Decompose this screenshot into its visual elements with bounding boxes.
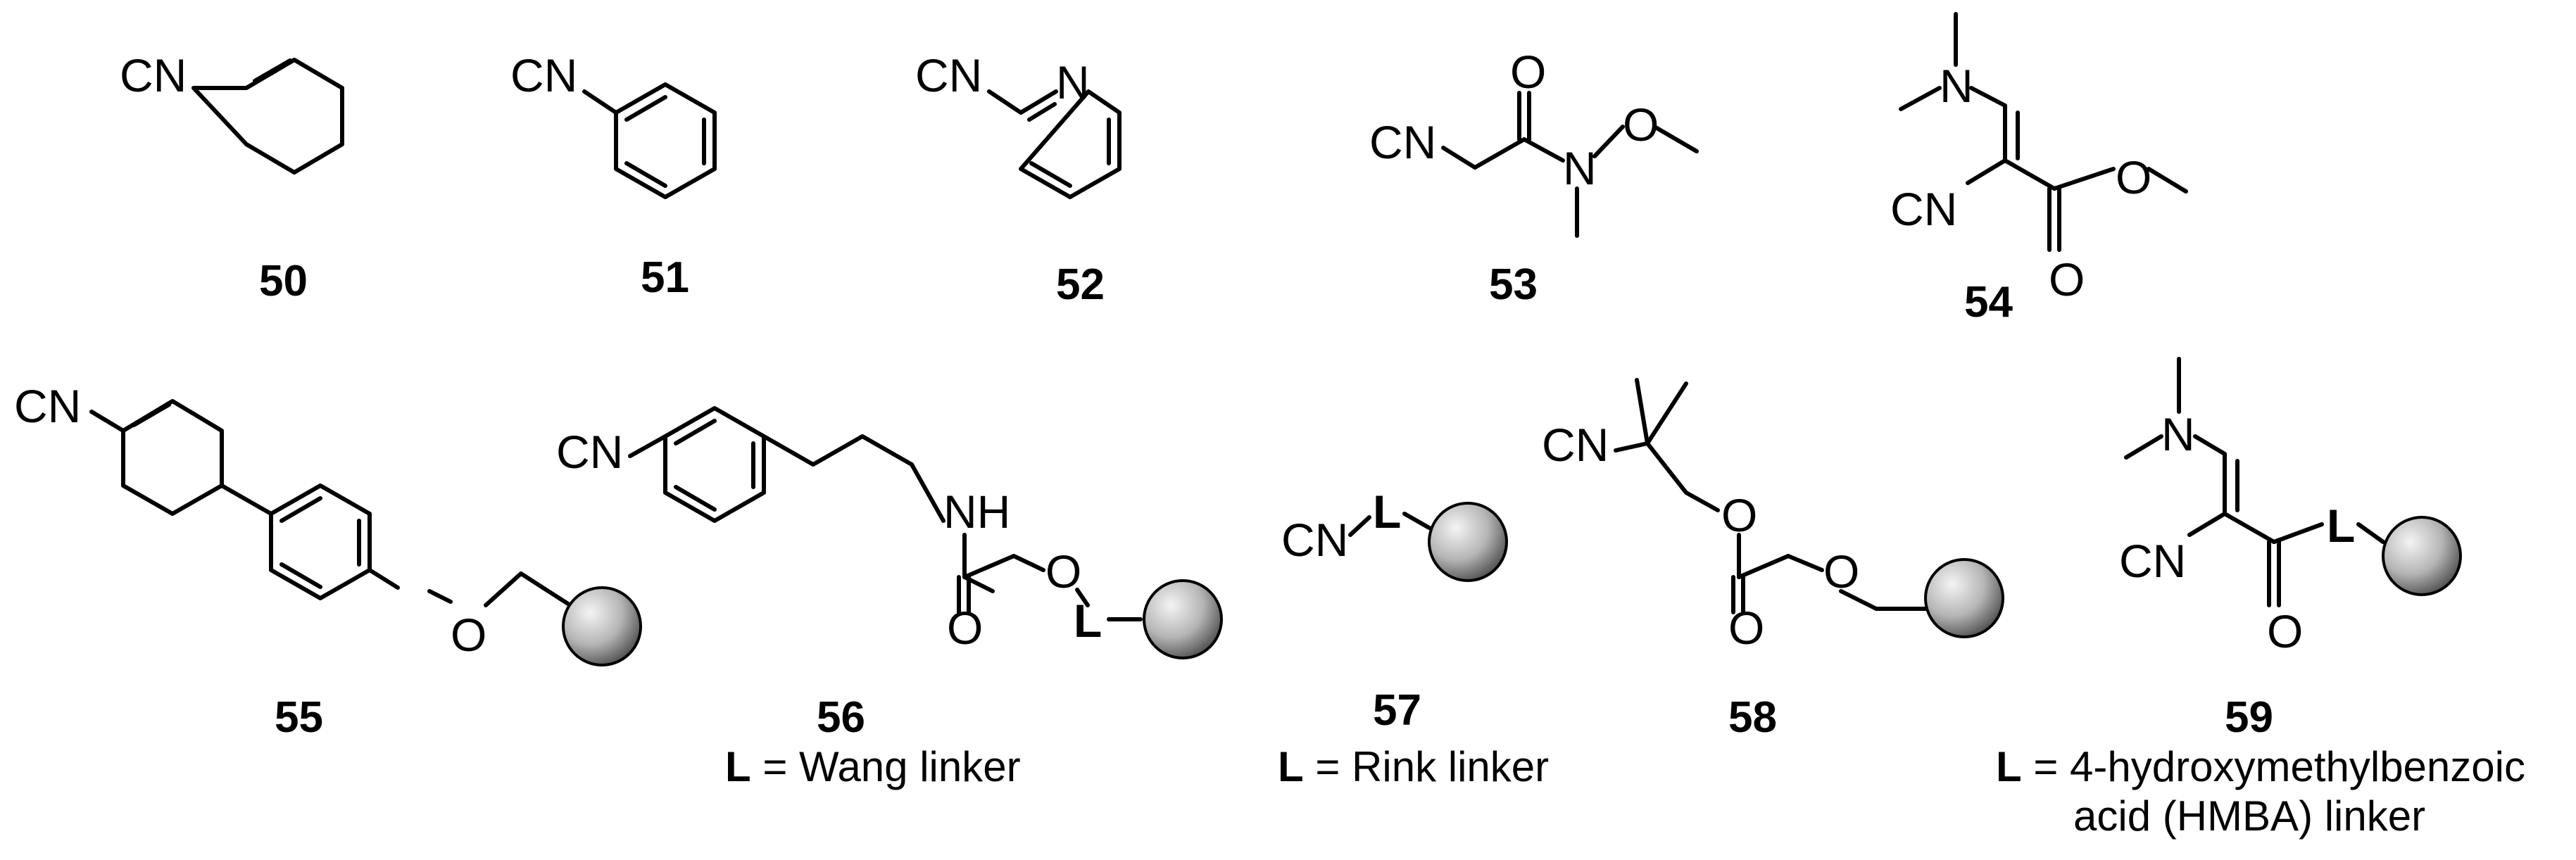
resin-bead-icon [2382,516,2462,596]
resin-bead-icon [1428,502,1508,582]
cn-label: CN [120,49,187,101]
compound-number: 52 [1056,260,1105,309]
compound-number: 56 [817,693,865,742]
compound-number: 51 [641,253,689,302]
nh-label: NH [943,486,1010,538]
o-label: O [2116,151,2151,203]
compound-59: N CN O L 59 L = 4-hydroxymethylbenzoic a… [1996,357,2525,840]
o-label: O [2267,605,2303,657]
o-label: O [2049,253,2085,305]
compound-number: 54 [1964,278,2013,327]
o-label: O [1510,46,1546,98]
compound-caption: L = Wang linker [725,743,1021,790]
compound-52: CN N 52 [915,49,1121,309]
resin-bead-icon [1143,579,1223,659]
cn-label: CN [14,380,81,432]
cn-label: CN [2119,535,2186,587]
o-label: O [1623,99,1659,151]
n-label: N [2161,408,2195,460]
cn-label: CN [1369,116,1436,168]
compound-caption: L = 4-hydroxymethylbenzoic [1996,743,2525,790]
cn-label: CN [1542,419,1609,471]
compound-56: CN NH O O L 56 L = Wang linker [556,406,1223,790]
compound-number: 50 [259,257,308,305]
cn-label: CN [556,426,623,478]
linker-label: L [2327,500,2355,552]
compound-51: CN 51 [510,49,717,302]
compound-number: 55 [275,693,323,742]
resin-bead-icon [1924,558,2004,638]
n-label: N [1056,56,1090,108]
compound-number: 57 [1373,686,1421,735]
compound-number: 53 [1489,260,1538,309]
n-label: N [1563,142,1597,194]
o-label: O [451,609,486,661]
o-label: O [1823,545,1859,597]
compound-58: CN O O O 58 [1542,378,2004,742]
compound-54: N CN O O 54 [1890,12,2188,327]
linker-label: L [1373,486,1401,538]
resin-bead-icon [562,586,642,666]
compound-caption-line2: acid (HMBA) linker [2073,792,2425,840]
compound-50: CN 50 [120,49,344,305]
cn-label: CN [1281,514,1348,566]
compound-number: 59 [2225,693,2273,742]
compound-number: 58 [1728,693,1777,742]
compound-57: CN L 57 L = Rink linker [1278,486,1549,790]
cn-label: CN [1890,183,1957,235]
compound-53: CN O N O 53 [1369,46,1699,309]
o-label: O [947,602,983,654]
cn-label: CN [915,49,982,101]
cn-label: CN [510,49,577,101]
compound-caption: L = Rink linker [1278,743,1549,790]
n-label: N [1940,60,1973,112]
compound-55: CN O 55 [14,380,642,742]
o-label: O [1721,489,1757,541]
